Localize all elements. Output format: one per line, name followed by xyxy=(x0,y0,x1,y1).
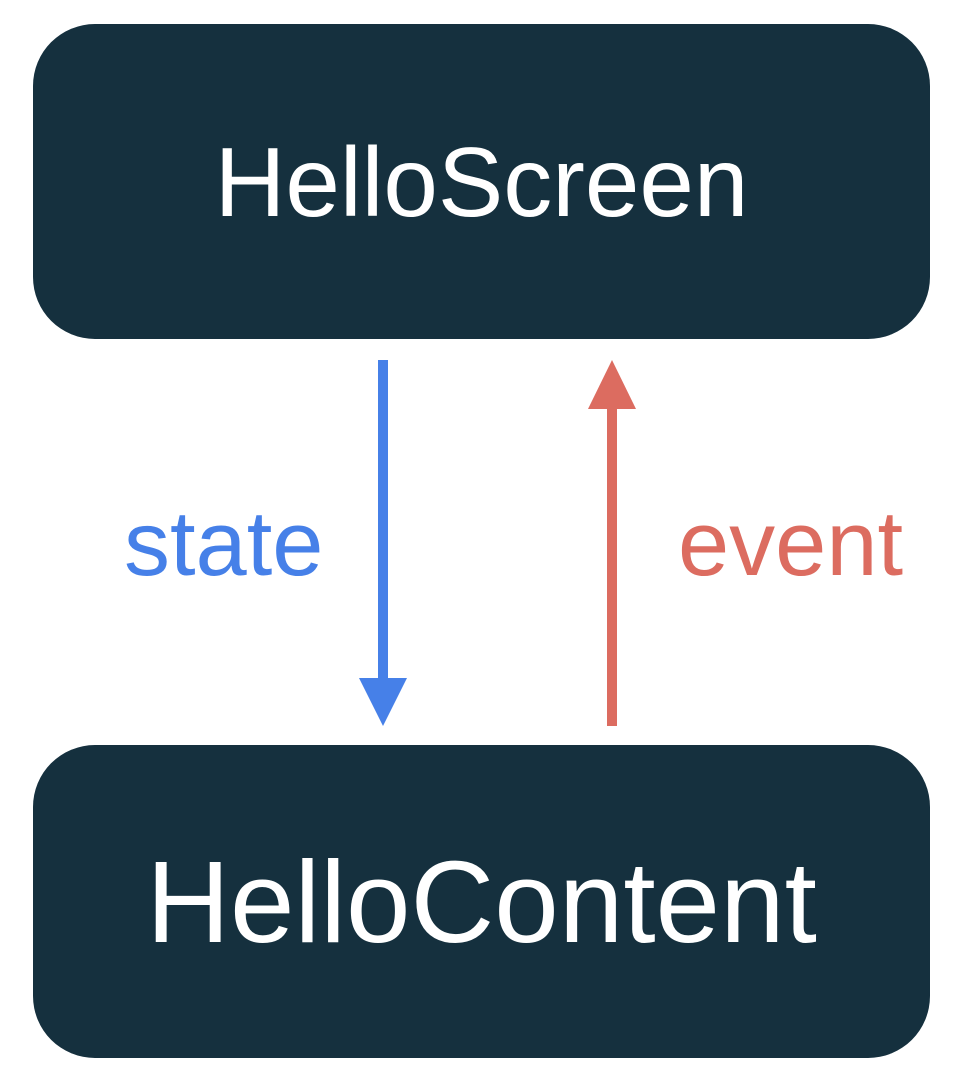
event-arrowhead-icon xyxy=(588,360,636,409)
event-label: event xyxy=(678,493,904,595)
node-hello-screen: HelloScreen xyxy=(33,24,930,339)
node-hello-content: HelloContent xyxy=(33,745,930,1058)
state-label: state xyxy=(124,493,324,595)
node-hello-screen-label: HelloScreen xyxy=(214,126,749,237)
state-arrowhead-icon xyxy=(359,678,407,726)
node-hello-content-label: HelloContent xyxy=(146,836,817,967)
